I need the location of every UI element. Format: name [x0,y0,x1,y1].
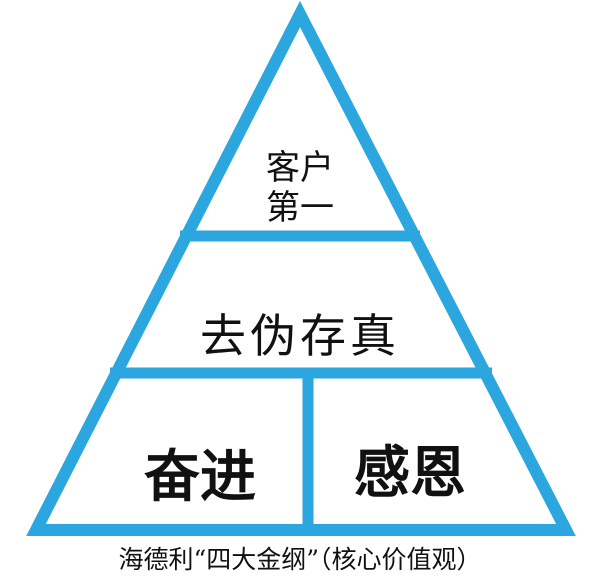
level-top-line1: 客户 [266,148,334,188]
caption: 海德利“四大金纲”（核心价值观） [118,545,482,574]
level-top-line2: 第一 [266,188,334,228]
level-bottom-left: 奋进 [144,445,256,510]
level-bottom-right: 感恩 [354,441,466,506]
level-middle: 去伪存真 [200,309,400,363]
pyramid-outline [26,0,576,536]
